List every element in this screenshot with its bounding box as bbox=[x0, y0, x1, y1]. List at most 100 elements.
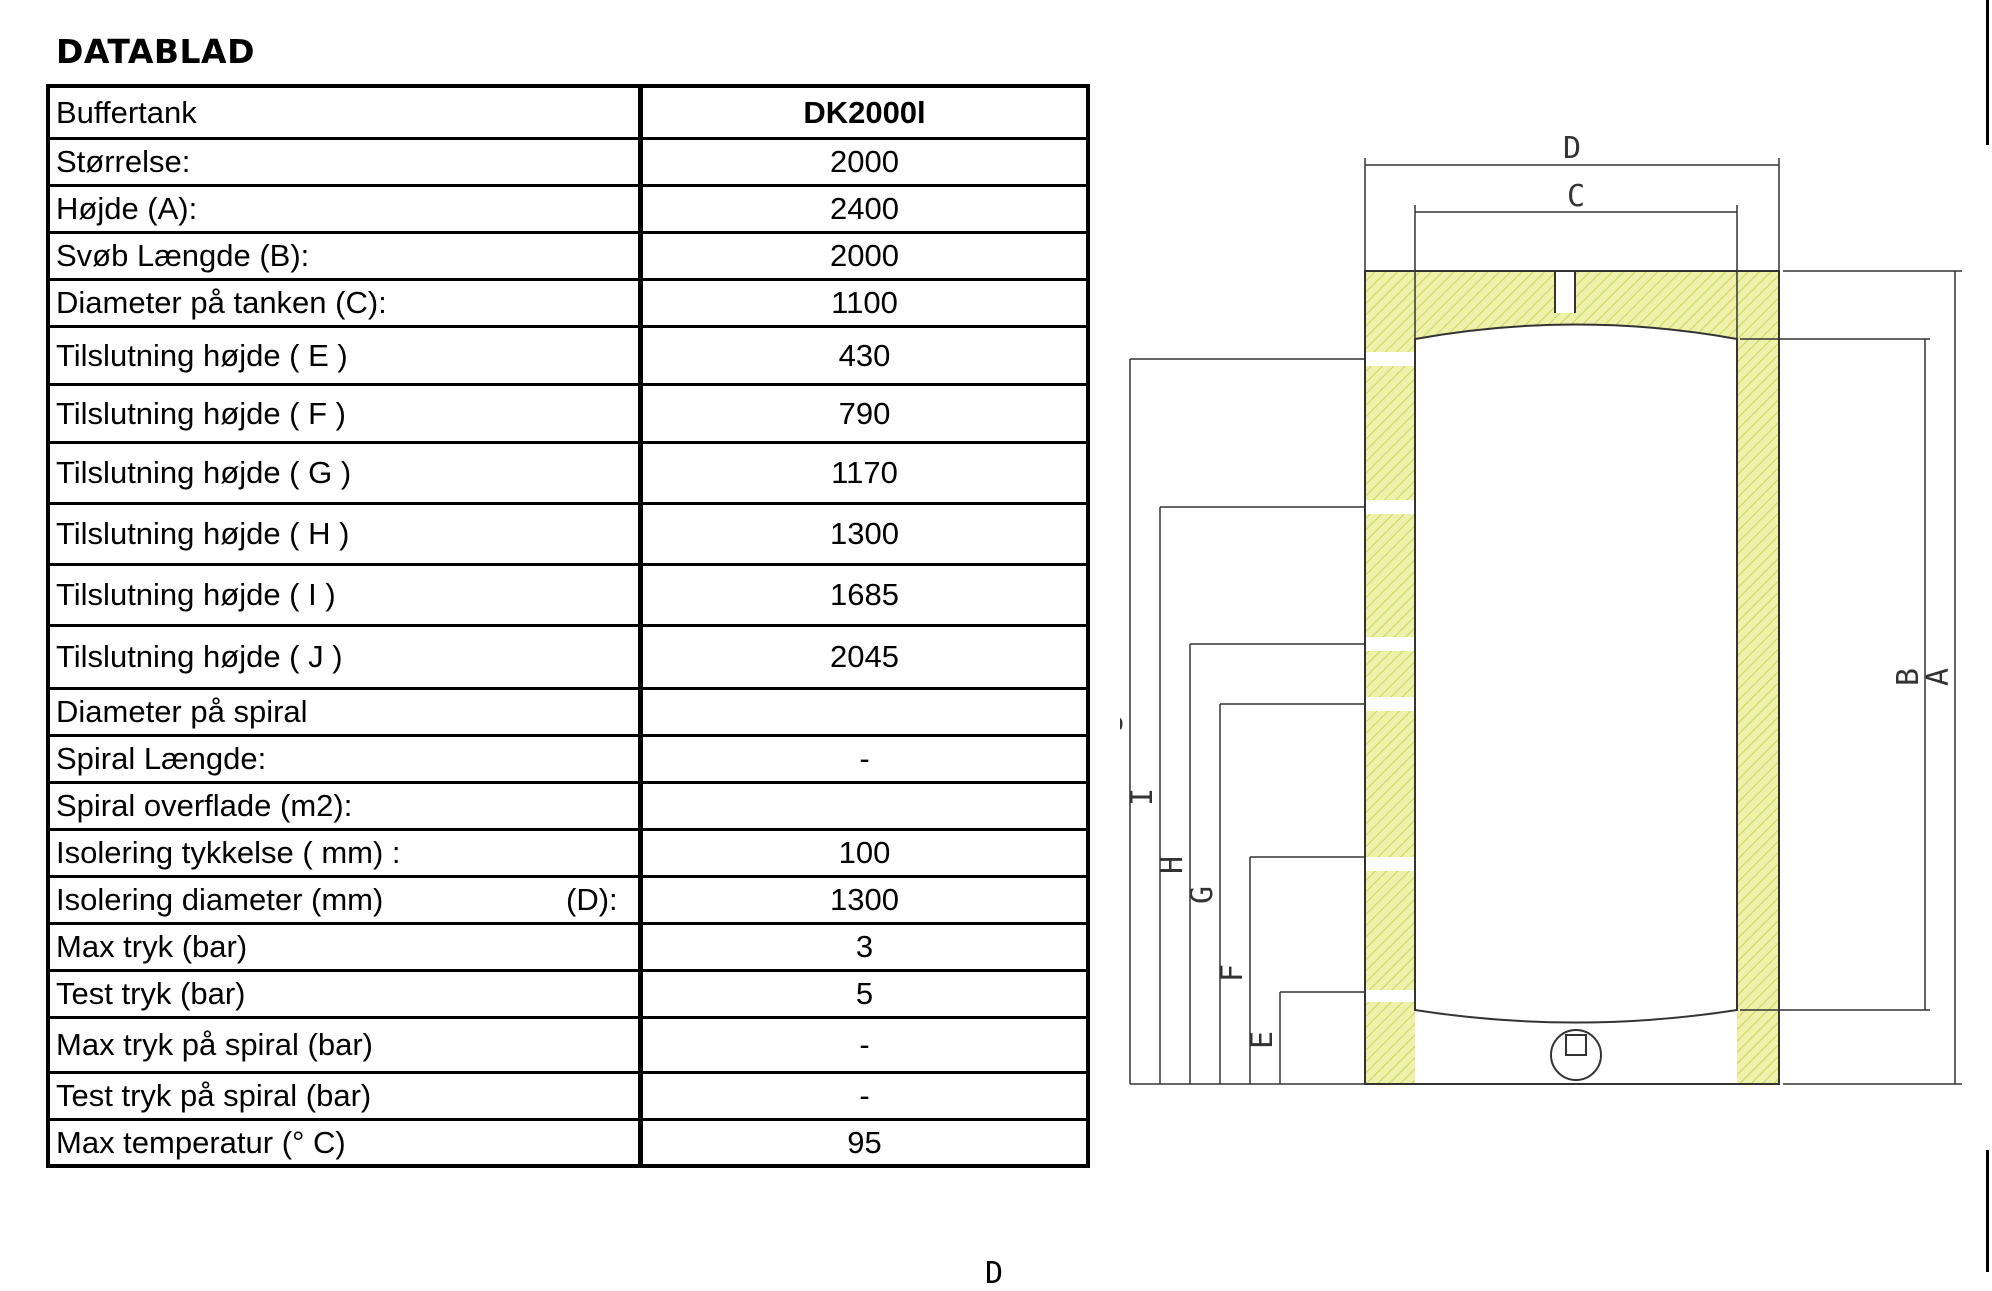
table-row: Max temperatur (° C) 95 bbox=[46, 1117, 1090, 1168]
row-label: Tilslutning højde ( F ) bbox=[46, 382, 643, 444]
edge-line-bottom bbox=[1986, 1150, 1989, 1272]
tank-body bbox=[1364, 270, 1780, 1085]
row-label: Max temperatur (° C) bbox=[46, 1117, 643, 1168]
table-row: Tilslutning højde ( J ) 2045 bbox=[46, 623, 1090, 690]
tank-diagram: D C A B J I H G F E bbox=[1120, 131, 1962, 1085]
dim-label-g: G bbox=[1185, 886, 1220, 904]
row-label: Spiral overflade (m2): bbox=[46, 780, 643, 831]
row-label: Højde (A): bbox=[46, 183, 643, 234]
row-label: Tilslutning højde ( E ) bbox=[46, 324, 643, 386]
table-row: Isolering tykkelse ( mm) : 100 bbox=[46, 827, 1090, 878]
table-row: Tilslutning højde ( F ) 790 bbox=[46, 382, 1090, 444]
row-value: 1170 bbox=[639, 440, 1090, 505]
row-value: 790 bbox=[639, 382, 1090, 444]
table-row: Spiral Længde: - bbox=[46, 733, 1090, 784]
table-row: Spiral overflade (m2): bbox=[46, 780, 1090, 831]
table-row: Isolering diameter (mm) (D): 1300 bbox=[46, 874, 1090, 925]
row-value: 2045 bbox=[639, 623, 1090, 690]
dimension-lines bbox=[1129, 158, 1962, 1085]
row-label-text: Tilslutning højde ( H ) bbox=[56, 516, 350, 551]
row-label-text: Test tryk (bar) bbox=[56, 976, 246, 1011]
row-label-text: Diameter på tanken (C): bbox=[56, 285, 387, 320]
dim-label-d: D bbox=[1563, 131, 1581, 166]
row-value: 2000 bbox=[639, 136, 1090, 187]
row-value: 3 bbox=[639, 921, 1090, 972]
row-value bbox=[639, 780, 1090, 831]
row-label-text: Isolering diameter (mm) bbox=[56, 882, 384, 917]
row-label: Spiral Længde: bbox=[46, 733, 643, 784]
row-label-text: Max tryk (bar) bbox=[56, 929, 248, 964]
row-label-text: Test tryk på spiral (bar) bbox=[56, 1078, 372, 1113]
dim-label-a: A bbox=[1921, 668, 1956, 686]
row-label-text: Tilslutning højde ( E ) bbox=[56, 337, 348, 373]
bottom-dim-label: D bbox=[985, 1256, 1004, 1291]
row-value: 95 bbox=[639, 1117, 1090, 1168]
header-model: DK2000l bbox=[639, 84, 1090, 140]
row-value: 2400 bbox=[639, 183, 1090, 234]
row-label: Størrelse: bbox=[46, 136, 643, 187]
row-label-text: Svøb Længde (B): bbox=[56, 238, 310, 273]
dimension-labels: D C A B J I H G F E bbox=[1120, 131, 1956, 1049]
row-label-text: Spiral overflade (m2): bbox=[56, 788, 353, 823]
row-label-text: Diameter på spiral bbox=[56, 694, 308, 729]
table-row: Test tryk (bar) 5 bbox=[46, 968, 1090, 1019]
row-value bbox=[639, 686, 1090, 737]
row-label-text: Højde (A): bbox=[56, 191, 198, 226]
table-row: Max tryk på spiral (bar) - bbox=[46, 1015, 1090, 1074]
row-value: 1685 bbox=[639, 562, 1090, 627]
row-label-suffix: (D): bbox=[566, 882, 618, 917]
table-row: Diameter på spiral bbox=[46, 686, 1090, 737]
row-label: Tilslutning højde ( H ) bbox=[46, 501, 643, 566]
row-label-text: Størrelse: bbox=[56, 144, 191, 179]
row-label-text: Spiral Længde: bbox=[56, 741, 267, 776]
row-value: 5 bbox=[639, 968, 1090, 1019]
dim-label-j: J bbox=[1120, 713, 1130, 731]
row-label-text: Tilslutning højde ( F ) bbox=[56, 395, 346, 431]
table-row: Diameter på tanken (C):1100 bbox=[46, 277, 1090, 328]
row-value: 100 bbox=[639, 827, 1090, 878]
row-label: Tilslutning højde ( G ) bbox=[46, 440, 643, 505]
row-label: Svøb Længde (B): bbox=[46, 230, 643, 281]
dim-label-f: F bbox=[1215, 964, 1250, 982]
row-label: Diameter på tanken (C): bbox=[46, 277, 643, 328]
row-value: 1300 bbox=[639, 874, 1090, 925]
row-label-text: Max tryk på spiral (bar) bbox=[56, 1027, 373, 1062]
row-value: - bbox=[639, 1070, 1090, 1121]
row-value: 2000 bbox=[639, 230, 1090, 281]
table-row: Tilslutning højde ( H ) 1300 bbox=[46, 501, 1090, 566]
table-header-row: Buffertank DK2000l bbox=[46, 84, 1090, 140]
row-value: - bbox=[639, 1015, 1090, 1074]
row-label: Isolering diameter (mm) (D): bbox=[46, 874, 643, 925]
table-row: Max tryk (bar) 3 bbox=[46, 921, 1090, 972]
table-row: Højde (A): 2400 bbox=[46, 183, 1090, 234]
row-value: 1300 bbox=[639, 501, 1090, 566]
row-label-text: Max temperatur (° C) bbox=[56, 1124, 346, 1160]
row-label: Diameter på spiral bbox=[46, 686, 643, 737]
row-label-text: Tilslutning højde ( I ) bbox=[56, 577, 336, 612]
row-label: Test tryk (bar) bbox=[46, 968, 643, 1019]
row-label-text: Tilslutning højde ( J ) bbox=[56, 639, 343, 674]
edge-line-top bbox=[1986, 0, 1989, 145]
row-label: Test tryk på spiral (bar) bbox=[46, 1070, 643, 1121]
table-row: Tilslutning højde ( E ) 430 bbox=[46, 324, 1090, 386]
dim-label-e: E bbox=[1245, 1031, 1280, 1049]
row-value: 430 bbox=[639, 324, 1090, 386]
row-label: Isolering tykkelse ( mm) : bbox=[46, 827, 643, 878]
row-label-text: Tilslutning højde ( G ) bbox=[56, 455, 352, 490]
dim-label-b: B bbox=[1891, 668, 1926, 686]
header-label: Buffertank bbox=[46, 84, 643, 140]
row-label-text: Isolering tykkelse ( mm) : bbox=[56, 835, 401, 870]
table-row: Svøb Længde (B): 2000 bbox=[46, 230, 1090, 281]
row-label: Max tryk på spiral (bar) bbox=[46, 1015, 643, 1074]
dim-label-c: C bbox=[1567, 179, 1585, 214]
table-row: Størrelse: 2000 bbox=[46, 136, 1090, 187]
table-row: Test tryk på spiral (bar) - bbox=[46, 1070, 1090, 1121]
table-row: Tilslutning højde ( G ) 1170 bbox=[46, 440, 1090, 505]
dim-label-i: I bbox=[1125, 788, 1160, 806]
row-label: Tilslutning højde ( J ) bbox=[46, 623, 643, 690]
insulation bbox=[1365, 271, 1779, 1084]
row-label: Max tryk (bar) bbox=[46, 921, 643, 972]
page-title: DATABLAD bbox=[56, 32, 255, 71]
row-value: - bbox=[639, 733, 1090, 784]
